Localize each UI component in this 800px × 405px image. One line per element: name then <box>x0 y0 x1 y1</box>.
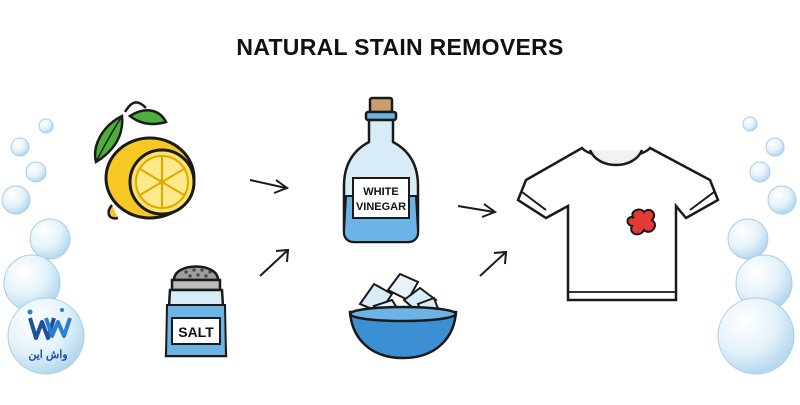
brand-logo <box>27 308 72 340</box>
page-title: NATURAL STAIN REMOVERS <box>236 34 564 60</box>
lemon-icon <box>93 101 196 220</box>
salt-shaker-icon <box>164 265 228 358</box>
left-bubbles <box>1 118 85 375</box>
right-bubbles <box>717 116 797 375</box>
ice-bowl-icon <box>348 272 458 360</box>
salt-label: SALT <box>178 324 214 340</box>
arrow-salt-to-vinegar <box>259 248 290 277</box>
stained-tshirt-icon <box>516 146 720 302</box>
arrow-lemon-to-vinegar <box>249 179 290 194</box>
arrow-vinegar-to-shirt <box>457 203 498 218</box>
arrow-ice-to-shirt <box>479 250 508 277</box>
vinegar-label-line1: WHITE <box>363 186 398 198</box>
vinegar-bottle-icon <box>342 96 420 244</box>
brand-logo-text: واش این <box>28 349 67 361</box>
vinegar-label-line2: VINEGAR <box>356 201 406 213</box>
